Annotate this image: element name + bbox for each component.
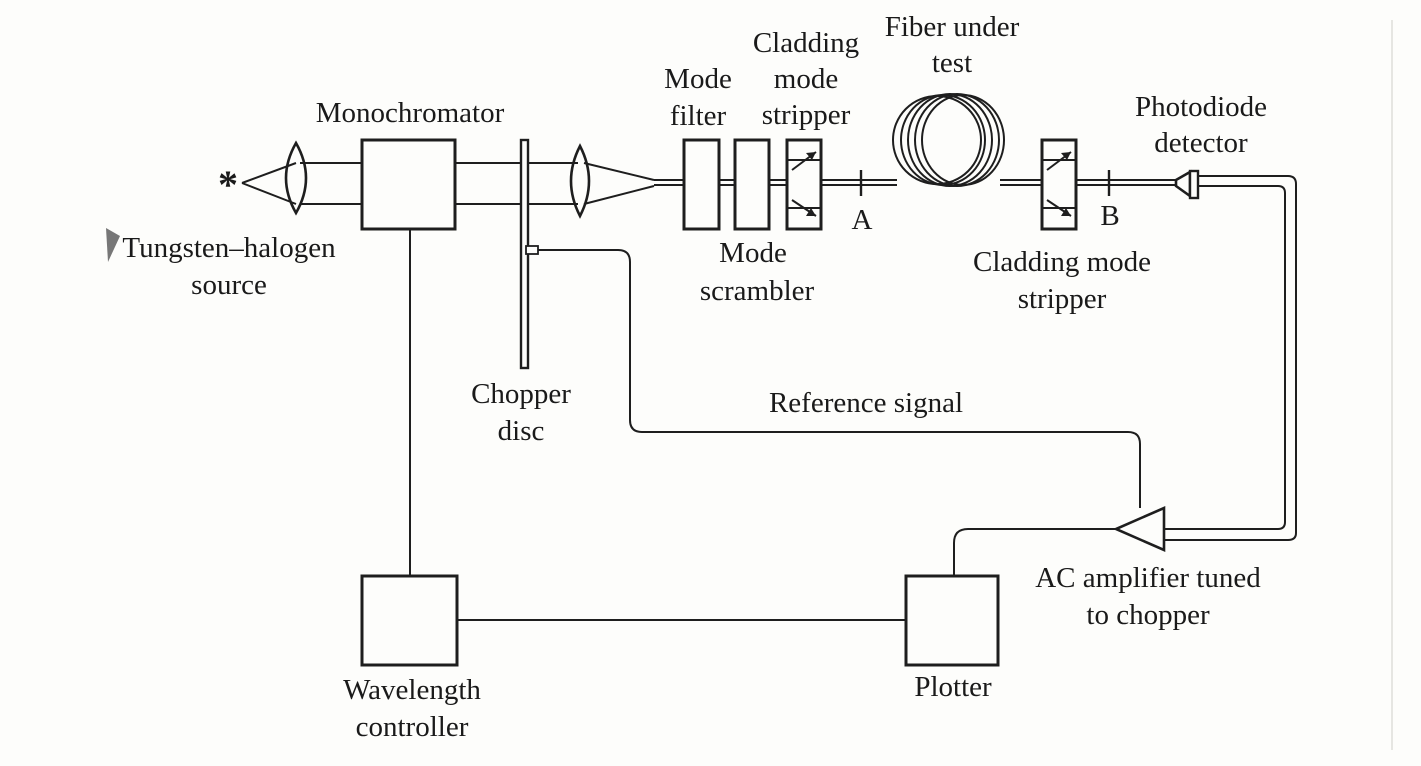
cladding-stripper-1-label-line3: stripper: [762, 99, 851, 131]
point-b-label: B: [1100, 200, 1119, 232]
cladding-stripper-2-box: [1040, 138, 1078, 231]
mode-scrambler-label-line1: Mode: [719, 237, 787, 269]
monochromator-box: [360, 138, 457, 231]
chopper-label-line1: Chopper: [471, 378, 571, 410]
source-label-line2: source: [191, 269, 267, 301]
cladding-stripper-2-label-line1: Cladding mode: [973, 246, 1151, 278]
detector-cable-inner: [1164, 185, 1286, 530]
wavelength-label-line1: Wavelength: [343, 674, 481, 706]
beam-to-lens-2: [455, 162, 578, 205]
mode-filter-label-line2: filter: [670, 100, 727, 132]
fiber-output-segment: [1000, 179, 1176, 186]
cladding-stripper-1-label-line1: Cladding: [753, 27, 859, 59]
mode-filter-box: [682, 138, 721, 231]
amplifier-label-line2: to chopper: [1086, 599, 1210, 631]
monochromator-label: Monochromator: [316, 97, 505, 129]
amplifier-to-plotter-line: [953, 528, 1116, 576]
photodiode-label-line2: detector: [1154, 127, 1248, 159]
plotter-box: [904, 574, 1000, 667]
stripper-1-arrowhead-down: [806, 208, 816, 216]
mode-scrambler-box: [733, 138, 771, 231]
focusing-beam: [583, 162, 655, 205]
chopper-label-line2: disc: [498, 415, 545, 447]
stripper-1-arrowhead-up: [806, 152, 816, 160]
lens-2-icon: [569, 143, 591, 219]
source-label-line1: Tungsten–halogen: [122, 232, 336, 264]
wavelength-label-line2: controller: [356, 711, 469, 743]
wavelength-controller-box: [360, 574, 459, 667]
cladding-stripper-1-box: [785, 138, 823, 231]
stripper-2-arrowhead-down: [1061, 208, 1071, 216]
detector-cable-outer: [1164, 175, 1297, 541]
photodiode-label-line1: Photodiode: [1135, 91, 1267, 123]
amplifier-label-line1: AC amplifier tuned: [1035, 562, 1261, 594]
plotter-label: Plotter: [914, 671, 992, 703]
detector-taper: [1174, 169, 1192, 199]
mode-scrambler-label-line2: scrambler: [700, 275, 815, 307]
reference-signal-line: [538, 249, 1141, 508]
photodiode-detector-icon: [1188, 169, 1200, 200]
cladding-stripper-1-label-line2: mode: [774, 63, 838, 95]
fiber-label-line1: Fiber under: [885, 11, 1020, 43]
lens-1-icon: [284, 140, 308, 216]
fiber-coil-icon: [892, 93, 1005, 187]
chopper-sensor: [525, 245, 539, 255]
stripper-2-arrowhead-up: [1061, 152, 1071, 160]
page-mark: [106, 228, 120, 262]
mode-filter-label-line1: Mode: [664, 63, 732, 95]
reference-signal-label: Reference signal: [769, 387, 963, 419]
fiber-label-line2: test: [932, 47, 972, 79]
ac-amplifier-icon: [1112, 506, 1166, 552]
beam-to-monochromator: [300, 162, 362, 205]
point-a-label: A: [852, 204, 873, 236]
cladding-stripper-2-label-line2: stripper: [1018, 283, 1107, 315]
source-star-icon: *: [218, 162, 238, 207]
